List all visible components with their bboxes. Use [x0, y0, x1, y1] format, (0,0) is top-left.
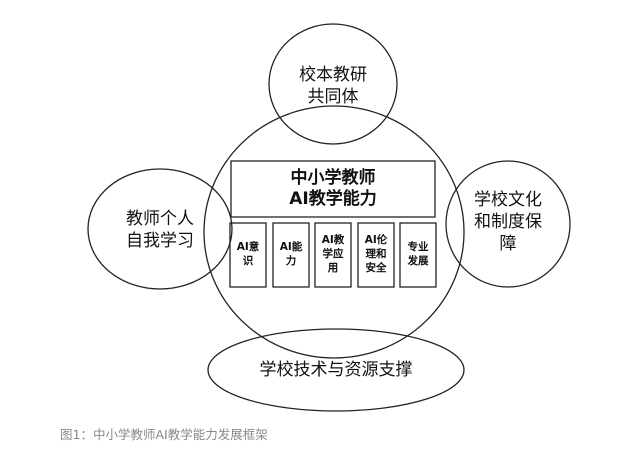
left-circle: [87, 168, 233, 290]
box-label-ai-ethics: AI伦 理和 安全: [364, 234, 388, 274]
top-circle-label: 校本教研 共同体: [299, 65, 367, 107]
bottom-ellipse: [207, 328, 465, 412]
core-box: [230, 160, 436, 218]
right-circle-label: 学校文化 和制度保 障: [474, 190, 542, 254]
box-ai-awareness: [229, 222, 267, 288]
core-label: 中小学教师 AI教学能力: [289, 168, 377, 209]
left-circle-label: 教师个人 自我学习: [126, 209, 194, 251]
box-label-ai-awareness: AI意 识: [236, 241, 260, 267]
box-label-professional-dev: 专业 发展: [407, 241, 429, 267]
top-circle: [268, 23, 398, 145]
figure-caption: 图1：中小学教师AI教学能力发展框架: [60, 427, 268, 442]
box-label-ai-ability: AI能 力: [279, 241, 303, 267]
main-circle: [203, 105, 465, 359]
box-ai-ethics: [357, 222, 395, 288]
box-professional-dev: [399, 222, 437, 288]
bottom-ellipse-label: 学校技术与资源支撑: [259, 360, 413, 380]
box-ai-teaching: [314, 222, 352, 288]
box-ai-ability: [272, 222, 310, 288]
box-label-ai-teaching: AI教 学应 用: [321, 234, 345, 274]
right-circle: [445, 160, 571, 288]
